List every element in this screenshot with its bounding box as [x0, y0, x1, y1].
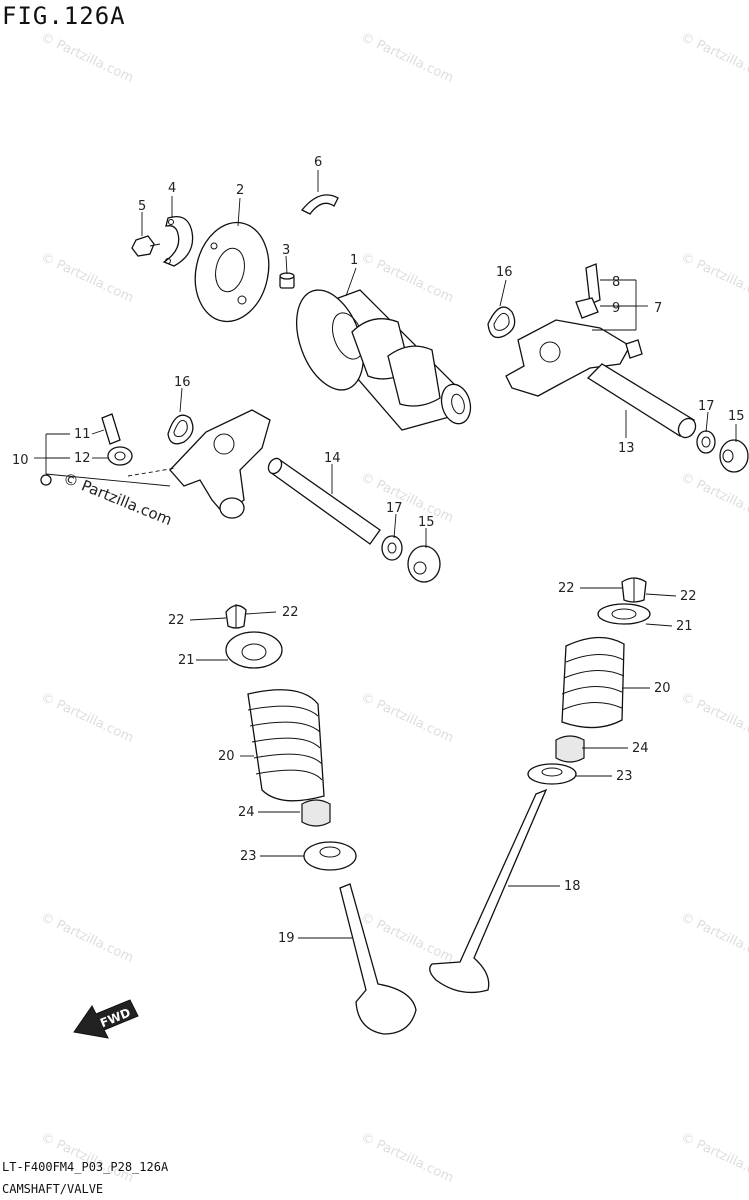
callout-18: 18 — [564, 879, 581, 894]
callouts: 1 2 3 4 5 6 7 8 9 10 11 12 13 14 15 15 1… — [12, 155, 745, 946]
callout-22d: 22 — [282, 605, 299, 620]
callout-15b: 15 — [418, 515, 435, 530]
watermark: © Partzilla.com — [678, 30, 749, 86]
watermark: © Partzilla.com — [358, 30, 455, 86]
callout-16b: 16 — [174, 375, 191, 390]
callout-11: 11 — [74, 427, 91, 442]
callout-2: 2 — [236, 183, 244, 198]
callout-22a: 22 — [558, 581, 575, 596]
watermark: © Partzilla.com — [38, 910, 135, 966]
callout-22b: 22 — [680, 589, 697, 604]
callout-23b: 23 — [240, 849, 257, 864]
watermark: © Partzilla.com — [38, 250, 135, 306]
callout-21b: 21 — [178, 653, 195, 668]
part-13-rocker-shaft — [586, 363, 697, 439]
part-17-washer-left — [381, 535, 403, 561]
callout-24a: 24 — [632, 741, 649, 756]
rocker-arm-right — [505, 263, 643, 397]
part-14-rocker-shaft — [267, 457, 381, 545]
part-17-washer-right — [696, 430, 716, 454]
watermark: © Partzilla.com — [678, 250, 749, 306]
callout-24b: 24 — [238, 805, 255, 820]
watermark: © Partzilla.com — [38, 690, 135, 746]
watermark: © Partzilla.com — [678, 470, 749, 526]
part-4-retainer — [162, 215, 194, 267]
callout-13: 13 — [618, 441, 635, 456]
callout-9: 9 — [612, 301, 620, 316]
callout-22c: 22 — [168, 613, 185, 628]
part-2-sprocket — [194, 221, 270, 323]
part-15-cap-left — [407, 545, 441, 583]
watermark: © Partzilla.com — [358, 250, 455, 306]
callout-17b: 17 — [386, 501, 403, 516]
leader-lines — [34, 170, 737, 939]
watermark: © Partzilla.com — [358, 690, 455, 746]
watermark: © Partzilla.com — [38, 30, 135, 86]
fwd-arrow: FWD — [73, 999, 139, 1039]
figure-title: FIG.126A — [2, 2, 126, 30]
callout-6: 6 — [314, 155, 322, 170]
part-15-cap-right — [719, 439, 749, 473]
watermark: © Partzilla.com — [678, 690, 749, 746]
diagram-name: CAMSHAFT/VALVE — [2, 1182, 104, 1196]
watermark: © Partzilla.com — [678, 1130, 749, 1186]
watermark: © Partzilla.com — [38, 1130, 135, 1186]
watermark: © Partzilla.com — [358, 470, 455, 526]
part-3-pin — [279, 272, 295, 289]
callout-14: 14 — [324, 451, 341, 466]
callout-16a: 16 — [496, 265, 513, 280]
watermark: © Partzilla.com — [358, 910, 455, 966]
valve-stack-right — [429, 577, 651, 994]
part-16-seal-right — [487, 306, 516, 339]
part-16-seal-left — [167, 414, 194, 445]
callout-21a: 21 — [676, 619, 693, 634]
callout-4: 4 — [168, 181, 176, 196]
callout-10: 10 — [12, 453, 29, 468]
callout-8: 8 — [612, 275, 620, 290]
part-5-bolt — [131, 235, 161, 257]
callout-20b: 20 — [218, 749, 235, 764]
callout-1: 1 — [350, 253, 358, 268]
callout-7: 7 — [654, 301, 662, 316]
callout-3: 3 — [282, 243, 290, 258]
callout-23a: 23 — [616, 769, 633, 784]
part-6-clip — [300, 194, 339, 215]
diagram-code: LT-F400FM4_P03_P28_126A — [2, 1160, 169, 1174]
callout-5: 5 — [138, 199, 146, 214]
watermark: © Partzilla.com — [358, 1130, 455, 1186]
rocker-arm-left — [40, 409, 271, 519]
watermark: © Partzilla.com — [678, 910, 749, 966]
brand-overlay: © Partzilla.com — [61, 469, 175, 529]
callout-12: 12 — [74, 451, 91, 466]
part-1-camshaft — [296, 289, 472, 431]
callout-20a: 20 — [654, 681, 671, 696]
callout-17a: 17 — [698, 399, 715, 414]
callout-15a: 15 — [728, 409, 745, 424]
callout-19: 19 — [278, 931, 295, 946]
valve-stack-left — [225, 604, 417, 1035]
